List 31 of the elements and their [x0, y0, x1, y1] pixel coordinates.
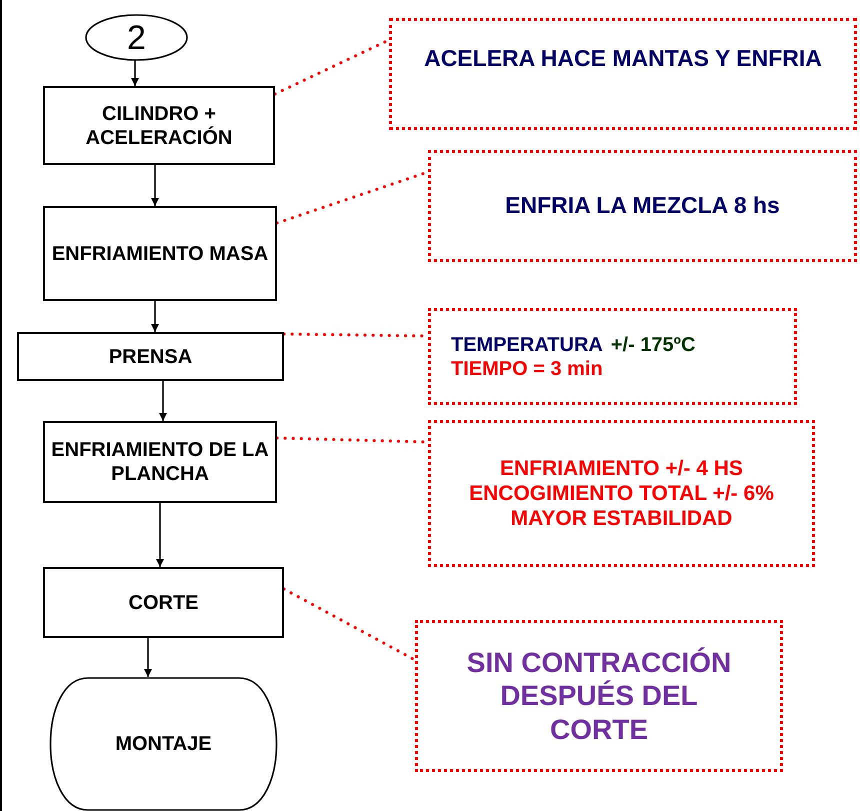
note-text: +/- 175ºC — [610, 332, 696, 356]
process-box — [43, 86, 275, 165]
note-box — [428, 420, 815, 567]
note-text: TIEMPO = 3 min — [451, 356, 603, 380]
note-text: TEMPERATURA — [451, 332, 603, 356]
step-label: ENFRIAMIENTO MASA — [52, 242, 268, 266]
step-label: PRENSA — [108, 344, 192, 368]
note-text: ENFRIAMIENTO +/- 4 HS ENCOGIMIENTO TOTAL +/- 6% MAYOR ESTABILIDAD — [468, 456, 775, 532]
process-box — [43, 421, 277, 503]
process-box — [17, 332, 284, 381]
note-box — [428, 308, 797, 405]
process-box — [43, 206, 277, 301]
step-label: MONTAJE — [115, 732, 212, 756]
connector-number: 2 — [127, 20, 146, 54]
note-box — [389, 18, 857, 130]
step-label: ENFRIAMIENTO DE LA PLANCHA — [51, 438, 269, 486]
arrow — [159, 381, 167, 421]
note-text: ACELERA HACE MANTAS Y ENFRIA — [424, 45, 822, 73]
leader-line — [282, 588, 416, 662]
arrow — [131, 60, 139, 86]
note-box — [415, 620, 783, 772]
step-label: CILINDRO + ACELERACIÓN — [84, 102, 234, 150]
note-text: ENFRIA LA MEZCLA 8 hs — [505, 192, 780, 220]
arrow — [144, 638, 152, 677]
arrow — [151, 165, 159, 206]
note-text: SIN CONTRACCIÓN DESPUÉS DEL CORTE — [466, 646, 732, 746]
step-label: CORTE — [128, 590, 198, 614]
process-box — [43, 567, 284, 638]
note-box — [428, 150, 857, 262]
arrow — [151, 301, 159, 332]
arrow — [156, 503, 164, 567]
